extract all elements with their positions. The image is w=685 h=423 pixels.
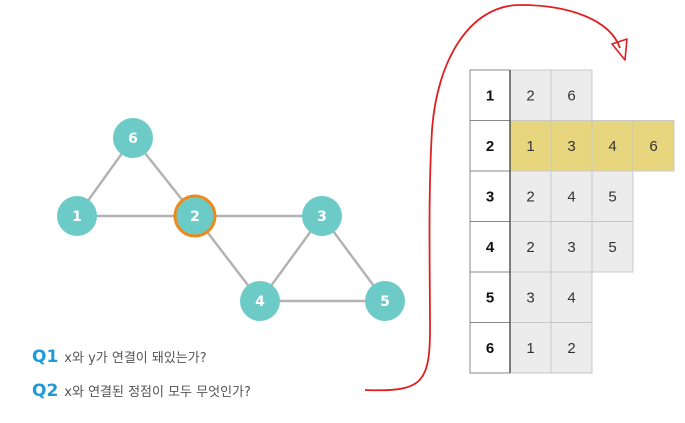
question-1: Q1 x와 y가 연결이 돼있는가? bbox=[32, 347, 207, 367]
row-2-neighbor-cell bbox=[591, 120, 634, 172]
node-2-label: 2 bbox=[190, 209, 200, 225]
row-2-neighbor-cell bbox=[550, 120, 593, 172]
row-2-vertex-label: 2 bbox=[486, 138, 494, 155]
node-6-label: 6 bbox=[128, 131, 138, 147]
row-6-neighbor-2: 2 bbox=[567, 340, 575, 357]
question-1-label: Q1 bbox=[32, 347, 59, 367]
row-6-neighbor-1: 1 bbox=[526, 340, 534, 357]
row-2-neighbor-4: 4 bbox=[608, 138, 616, 155]
row-2-neighbor-cell bbox=[632, 120, 675, 172]
node-1: 1 bbox=[57, 196, 97, 236]
row-4-neighbor-cell bbox=[509, 221, 552, 273]
node-3-circle bbox=[302, 196, 342, 236]
row-4-neighbor-cell bbox=[550, 221, 593, 273]
row-5-neighbor-cell bbox=[509, 271, 552, 323]
row-6-neighbor-cell bbox=[550, 322, 593, 374]
question-2-label: Q2 bbox=[32, 381, 59, 401]
row-6-neighbor-cell bbox=[509, 322, 552, 374]
node-3: 3 bbox=[302, 196, 342, 236]
row-3-neighbor-2: 2 bbox=[526, 188, 534, 205]
node-4: 4 bbox=[240, 281, 280, 321]
row-1-neighbor-2: 2 bbox=[526, 87, 534, 104]
row-5-neighbor-4: 4 bbox=[567, 289, 575, 306]
node-5-label: 5 bbox=[380, 294, 390, 310]
row-2-neighbor-cell bbox=[509, 120, 552, 172]
row-1-vertex-label: 1 bbox=[486, 87, 494, 104]
question-1-text: x와 y가 연결이 돼있는가? bbox=[64, 351, 207, 366]
node-4-circle bbox=[240, 281, 280, 321]
row-4-neighbor-cell bbox=[591, 221, 634, 273]
row-5-neighbor-3: 3 bbox=[526, 289, 534, 306]
adjacency-list-table: 1 2 6 2 1 3 4 6 3 2 4 5 4 2 3 5 5 3 4 6 1 2 bbox=[469, 69, 675, 374]
row-4-neighbor-5: 5 bbox=[608, 239, 616, 256]
node-2: 2 bbox=[173, 194, 217, 238]
row-1-neighbor-6: 6 bbox=[567, 87, 575, 104]
row-3-neighbor-cell bbox=[550, 170, 593, 222]
question-2-text: x와 연결된 정점이 모두 무엇인가? bbox=[64, 385, 251, 400]
row-4-vertex-label: 4 bbox=[486, 239, 495, 256]
node-6-circle bbox=[113, 118, 153, 158]
row-1-neighbor-cell bbox=[550, 69, 593, 121]
row-3-vertex-label: 3 bbox=[486, 188, 494, 205]
node-3-label: 3 bbox=[317, 209, 327, 225]
row-4-neighbor-2: 2 bbox=[526, 239, 534, 256]
row-6-vertex-label: 6 bbox=[486, 340, 494, 357]
question-2: Q2 x와 연결된 정점이 모두 무엇인가? bbox=[32, 381, 251, 401]
node-6: 6 bbox=[113, 118, 153, 158]
row-4-vertex-cell bbox=[469, 221, 511, 273]
row-3-vertex-cell bbox=[469, 170, 511, 222]
node-1-label: 1 bbox=[72, 209, 82, 225]
curved-arrow-icon bbox=[364, 4, 621, 392]
node-1-circle bbox=[57, 196, 97, 236]
row-5-vertex-cell bbox=[469, 271, 511, 323]
row-3-neighbor-4: 4 bbox=[567, 188, 575, 205]
arrow-head-icon bbox=[611, 38, 628, 61]
node-2-circle bbox=[173, 194, 217, 238]
node-5: 5 bbox=[365, 281, 405, 321]
row-3-neighbor-5: 5 bbox=[608, 188, 616, 205]
node-5-circle bbox=[365, 281, 405, 321]
row-2-neighbor-6: 6 bbox=[649, 138, 657, 155]
row-2-neighbor-3: 3 bbox=[567, 138, 575, 155]
row-4-neighbor-3: 3 bbox=[567, 239, 575, 256]
row-3-neighbor-cell bbox=[509, 170, 552, 222]
graph-nodes: 6 1 2 3 4 5 bbox=[57, 118, 405, 321]
node-4-label: 4 bbox=[255, 294, 265, 310]
row-2-neighbor-1: 1 bbox=[526, 138, 534, 155]
row-5-vertex-label: 5 bbox=[486, 289, 494, 306]
